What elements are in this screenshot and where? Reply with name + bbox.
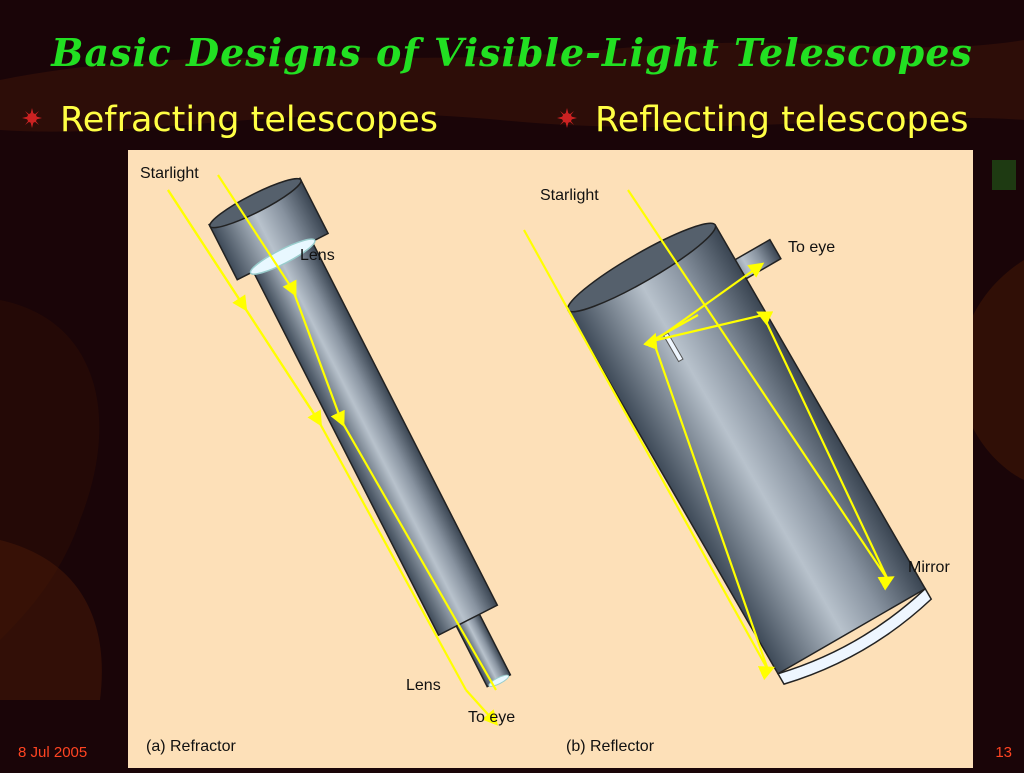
bullet-refracting: Refracting telescopes	[22, 100, 438, 140]
starlight-label: Starlight	[140, 165, 199, 182]
to-eye-label: To eye	[468, 709, 515, 726]
bullet-label: Refracting telescopes	[60, 100, 439, 140]
reflector-telescope: Starlight To eye Mirror (b) Reflector	[523, 187, 950, 755]
footer-date: 8 Jul 2005	[18, 744, 88, 761]
reflector-caption: (b) Reflector	[566, 738, 655, 755]
sunburst-bullet-icon	[557, 108, 577, 128]
to-eye-label: To eye	[788, 239, 835, 256]
lens-top-label: Lens	[300, 247, 335, 264]
side-decoration	[992, 160, 1016, 190]
lens-bottom-label: Lens	[406, 677, 441, 694]
telescope-diagram-svg: Starlight Lens Lens To eye (a) Refractor	[140, 165, 950, 755]
bullet-label: Reflecting telescopes	[595, 100, 969, 140]
telescope-diagram: Starlight Lens Lens To eye (a) Refractor	[128, 150, 973, 768]
primary-mirror	[776, 587, 933, 686]
refractor-telescope: Starlight Lens Lens To eye (a) Refractor	[140, 165, 515, 755]
slide-title: Basic Designs of Visible-Light Telescope…	[51, 30, 973, 75]
mirror-label: Mirror	[908, 559, 950, 576]
eyepiece-lens	[488, 674, 510, 687]
bullet-reflecting: Reflecting telescopes	[557, 100, 968, 140]
objective-lens	[249, 238, 316, 275]
refractor-caption: (a) Refractor	[146, 738, 236, 755]
sunburst-bullet-icon	[22, 108, 42, 128]
footer-page-number: 13	[995, 744, 1012, 761]
starlight-label: Starlight	[540, 187, 599, 204]
